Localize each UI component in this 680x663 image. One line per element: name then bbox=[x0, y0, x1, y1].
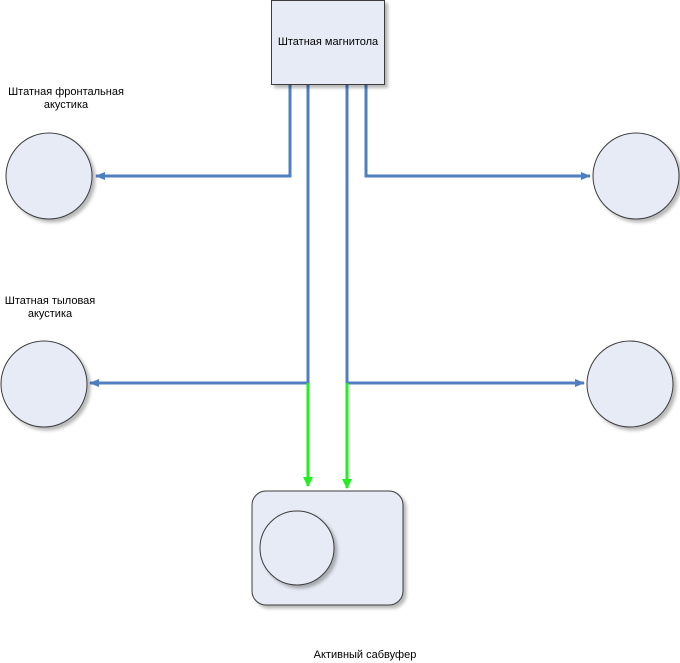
front-acoustics-label-line1: Штатная фронтальная bbox=[8, 86, 124, 98]
subwoofer-label: Активный сабвуфер bbox=[313, 649, 417, 661]
subwoofer-driver bbox=[259, 510, 335, 586]
wire-front-right bbox=[364, 85, 591, 180]
speaker-front-right bbox=[592, 132, 680, 220]
speaker-rear-right bbox=[586, 340, 674, 428]
wire-rear-right bbox=[345, 85, 585, 387]
wire-rear-left bbox=[89, 85, 310, 387]
rear-acoustics-label-line2: акустика bbox=[27, 308, 73, 320]
front-acoustics-label: Штатная фронтальная акустика bbox=[6, 86, 126, 112]
head-unit: Штатная магнитола bbox=[271, 0, 385, 85]
front-acoustics-label-line2: акустика bbox=[43, 99, 89, 111]
wire-front-left bbox=[95, 85, 292, 180]
speaker-front-left bbox=[5, 132, 93, 220]
speaker-rear-left bbox=[0, 340, 88, 428]
rear-acoustics-label-line1: Штатная тыловая bbox=[4, 295, 96, 307]
rear-acoustics-label: Штатная тыловая акустика bbox=[0, 295, 100, 321]
head-unit-label: Штатная магнитола bbox=[277, 36, 379, 48]
